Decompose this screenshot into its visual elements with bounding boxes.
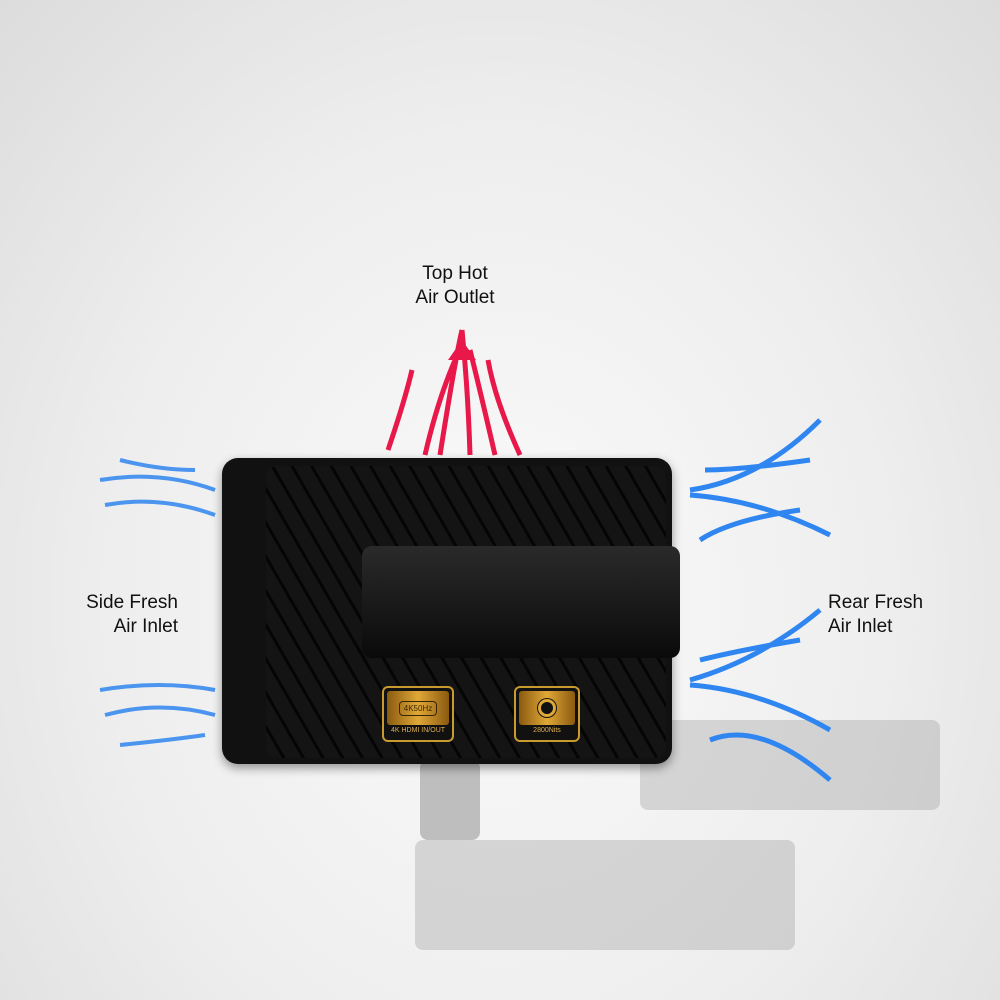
battery bbox=[362, 546, 680, 658]
hdmi-caption: 4K HDMI IN/OUT bbox=[390, 727, 446, 734]
side-cold-arrows bbox=[99, 458, 216, 747]
label-line: Air Inlet bbox=[113, 616, 178, 637]
side-inlet-label: Side Fresh Air Inlet bbox=[70, 591, 178, 639]
top-outlet-label: Top Hot Air Outlet bbox=[400, 262, 510, 310]
brightness-caption: 2800Nits bbox=[533, 727, 561, 734]
label-line: Top Hot bbox=[422, 263, 488, 284]
monitor-rear: 4K50Hz 4K HDMI IN/OUT 2800Nits bbox=[222, 458, 680, 764]
label-line: Side Fresh bbox=[86, 592, 178, 613]
rear-inlet-label: Rear Fresh Air Inlet bbox=[828, 591, 948, 639]
label-line: Air Outlet bbox=[415, 287, 495, 308]
sun-icon bbox=[541, 702, 553, 714]
hdmi-port-icon: 4K50Hz bbox=[398, 700, 438, 716]
camera-rig bbox=[640, 720, 940, 810]
label-line: Rear Fresh bbox=[828, 592, 924, 613]
hot-arrow-head bbox=[448, 340, 476, 360]
label-line: Air Inlet bbox=[828, 616, 893, 637]
hot-air-arrows bbox=[385, 329, 523, 457]
rear-cold-arrows bbox=[689, 418, 832, 782]
brightness-badge: 2800Nits bbox=[514, 686, 580, 742]
hdmi-badge: 4K50Hz 4K HDMI IN/OUT bbox=[382, 686, 454, 742]
camera-cage bbox=[415, 840, 795, 950]
mount-arm bbox=[420, 760, 480, 840]
